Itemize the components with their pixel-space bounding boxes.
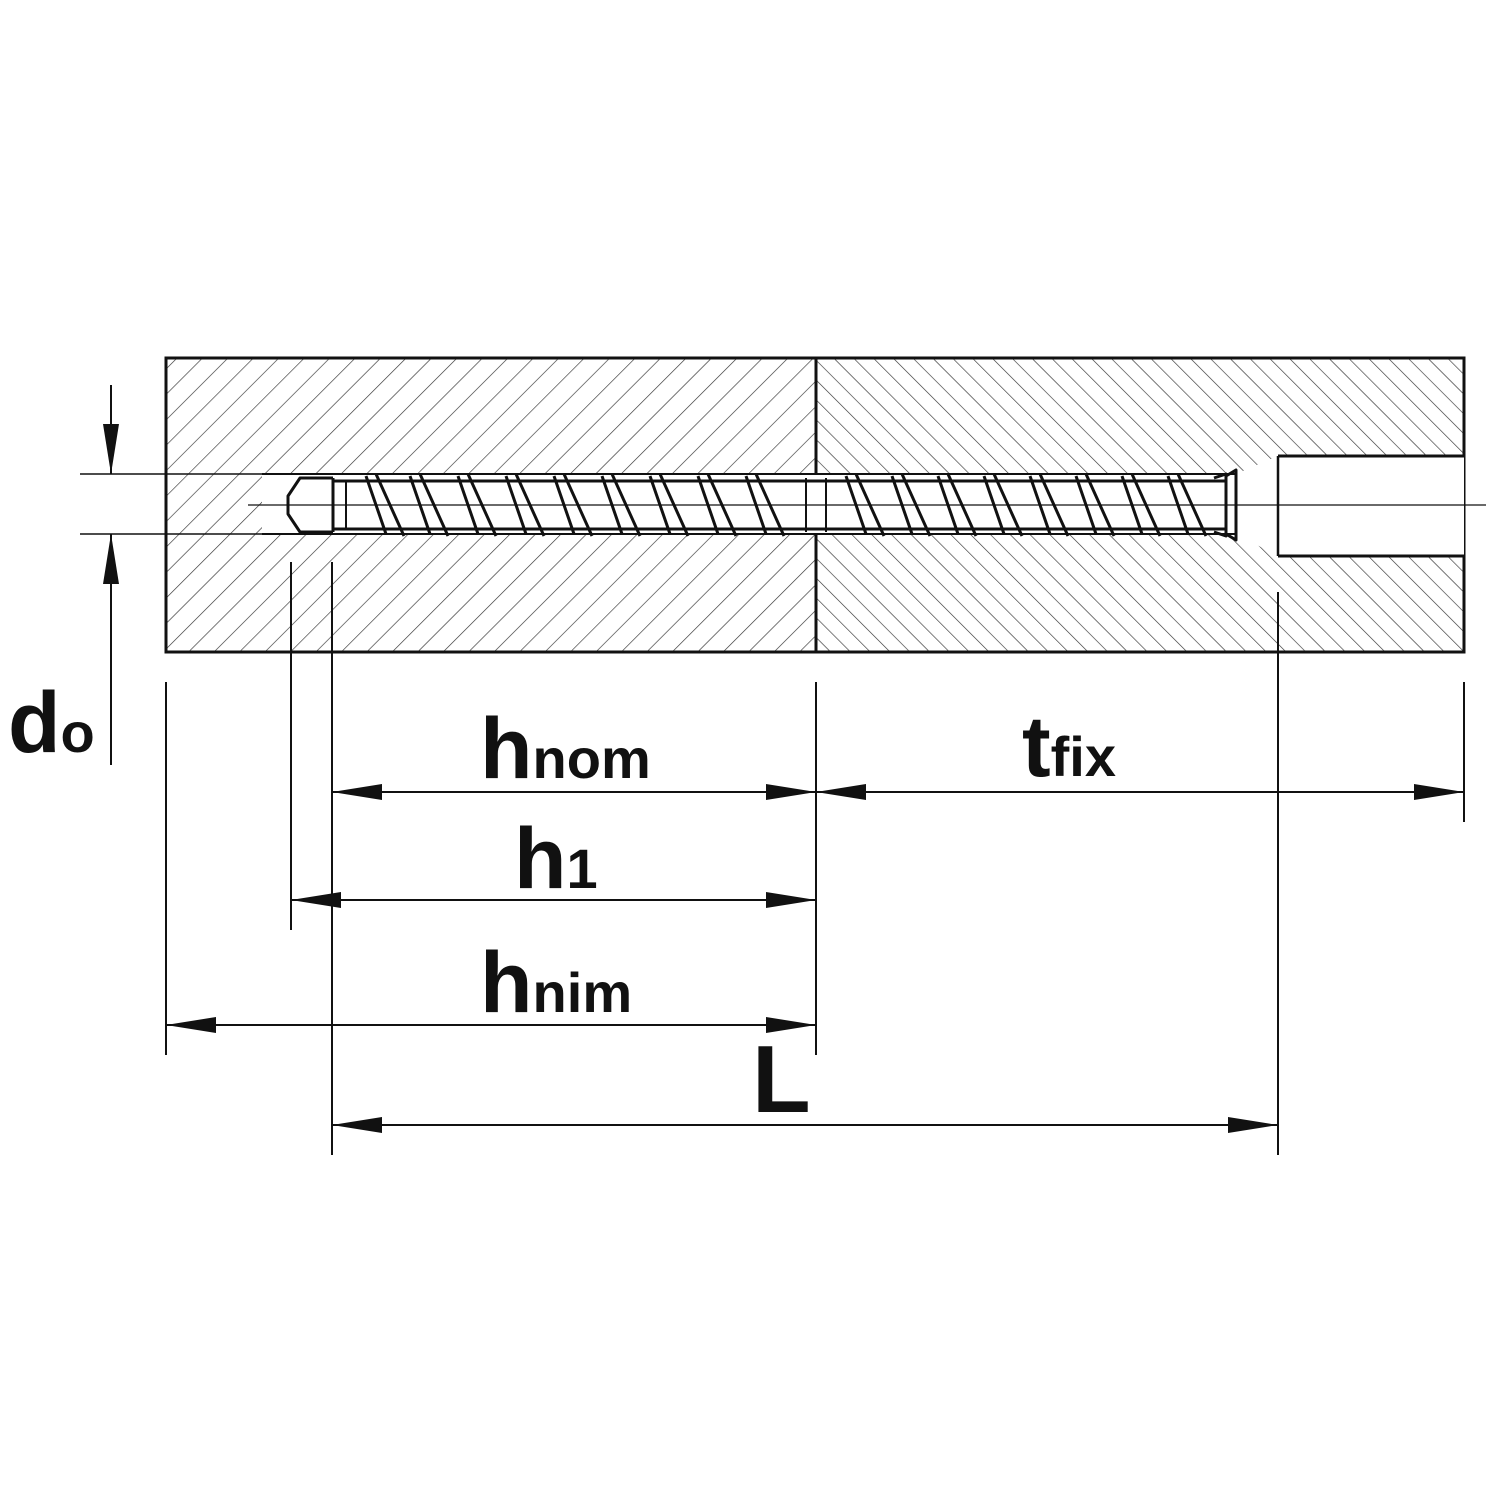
d0-label: do	[8, 675, 95, 771]
tfix-label: tfix	[1022, 699, 1116, 795]
extension-lines	[165, 562, 1465, 1155]
hnom-label: hnom	[480, 701, 651, 797]
L-label: L	[752, 1026, 811, 1133]
hnim-label: hnim	[480, 935, 632, 1031]
dimension-lines	[166, 784, 1464, 1133]
h1-label: h1	[514, 811, 598, 907]
